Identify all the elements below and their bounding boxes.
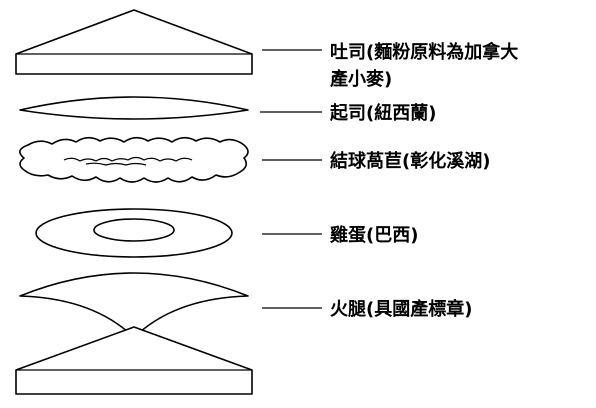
lettuce-layer (19, 136, 249, 183)
cheese-label: 起司(紐西蘭) (329, 102, 436, 124)
ham-layer (19, 272, 249, 335)
ham-label: 火腿(具國產標章) (330, 298, 472, 320)
toast-label-line2: 產小麥) (330, 68, 392, 90)
egg-layer (35, 208, 233, 258)
cheese-layer (19, 96, 249, 120)
toast-label-line1: 吐司(麵粉原料為加拿大 (330, 41, 518, 63)
bottom-toast-layer (15, 326, 253, 395)
egg-label: 雞蛋(巴西) (329, 224, 418, 246)
lettuce-label: 結球萵苣(彰化溪湖) (330, 150, 490, 172)
top-toast-layer (15, 9, 253, 75)
